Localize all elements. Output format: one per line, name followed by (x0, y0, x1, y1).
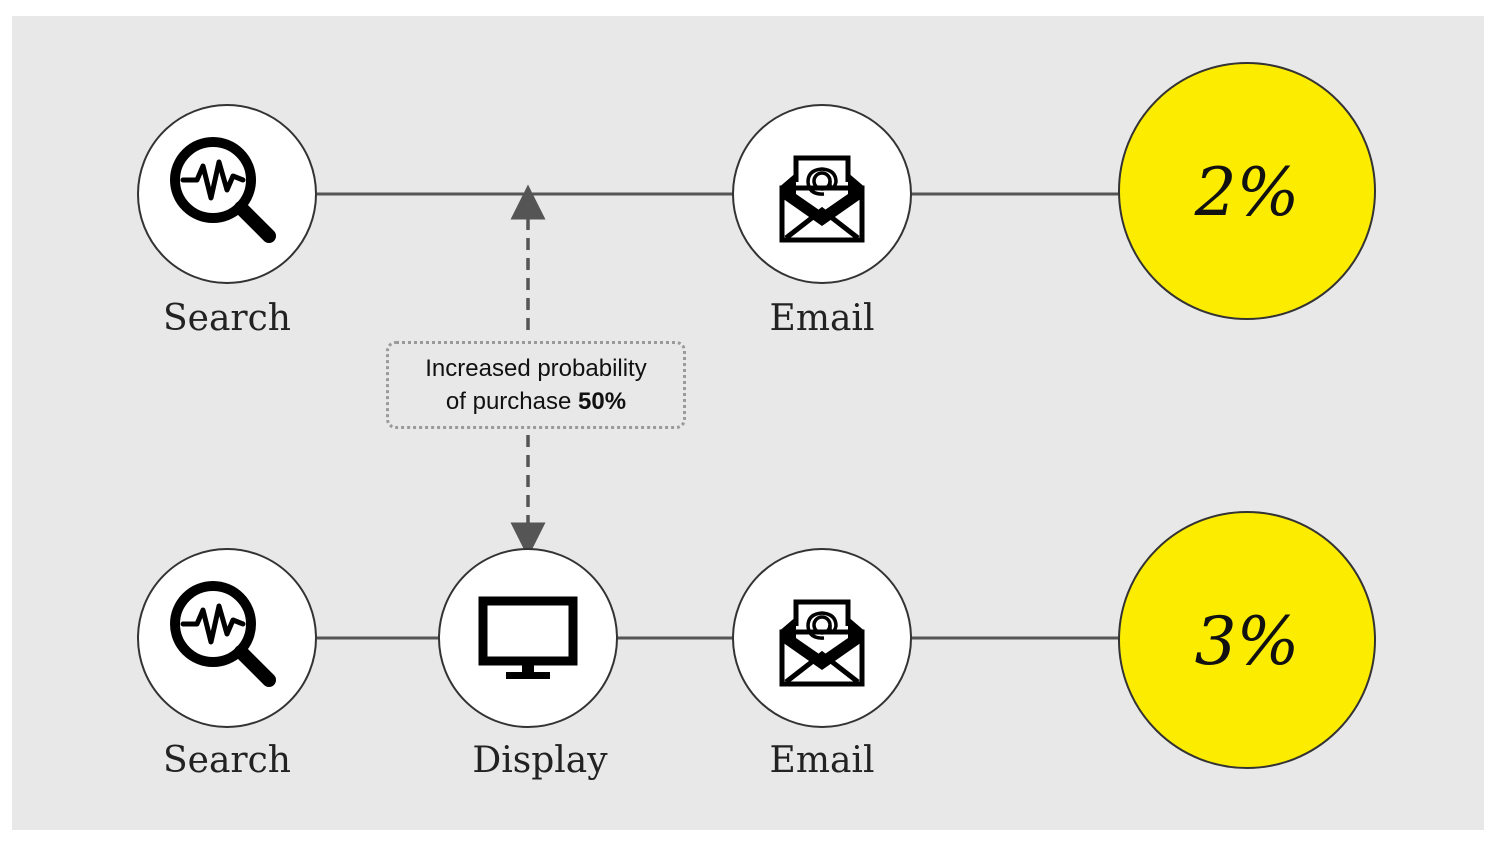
node-label: Email (770, 740, 875, 781)
node-search-row1 (137, 104, 317, 284)
node-email-row1 (732, 104, 912, 284)
result-row1: 2% (1118, 62, 1376, 320)
callout-line2: of purchase 50% (446, 385, 626, 418)
node-label: Search (163, 740, 291, 781)
callout-box: Increased probability of purchase 50% (386, 341, 686, 429)
result-row2: 3% (1118, 511, 1376, 769)
callout-value: 50% (578, 388, 627, 415)
node-label: Email (770, 298, 875, 339)
node-email-row2 (732, 548, 912, 728)
node-display-row2 (438, 548, 618, 728)
result-percent: 3% (1195, 603, 1300, 680)
callout-line2-prefix: of purchase (445, 388, 579, 415)
callout-line1: Increased probability (425, 355, 647, 382)
result-percent: 2% (1194, 154, 1300, 231)
node-search-row2 (137, 548, 317, 728)
node-label: Search (163, 298, 291, 339)
node-label: Display (472, 740, 608, 781)
